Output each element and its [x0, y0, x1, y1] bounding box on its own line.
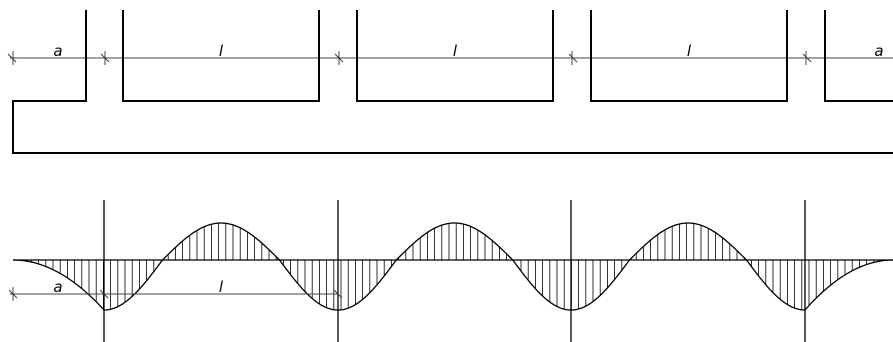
dim-label-l-1: l [219, 42, 224, 60]
top-dimension-ticks [7, 51, 812, 65]
dim-label-a-left: a [53, 42, 62, 60]
support-lines [103, 200, 806, 342]
structure-drawing: a l l l a [7, 10, 893, 154]
structure-outline [12, 10, 893, 154]
dim-label-a-bottom: a [53, 278, 62, 296]
dim-label-a-right: a [874, 42, 883, 60]
dim-label-l-2: l [453, 42, 458, 60]
moment-hatching [30, 223, 875, 310]
dim-label-l-bottom: l [219, 278, 224, 296]
moment-diagram: a l [8, 200, 893, 342]
bottom-dimension-ticks [8, 287, 343, 301]
dim-label-l-3: l [687, 42, 692, 60]
moment-curve [12, 222, 893, 311]
